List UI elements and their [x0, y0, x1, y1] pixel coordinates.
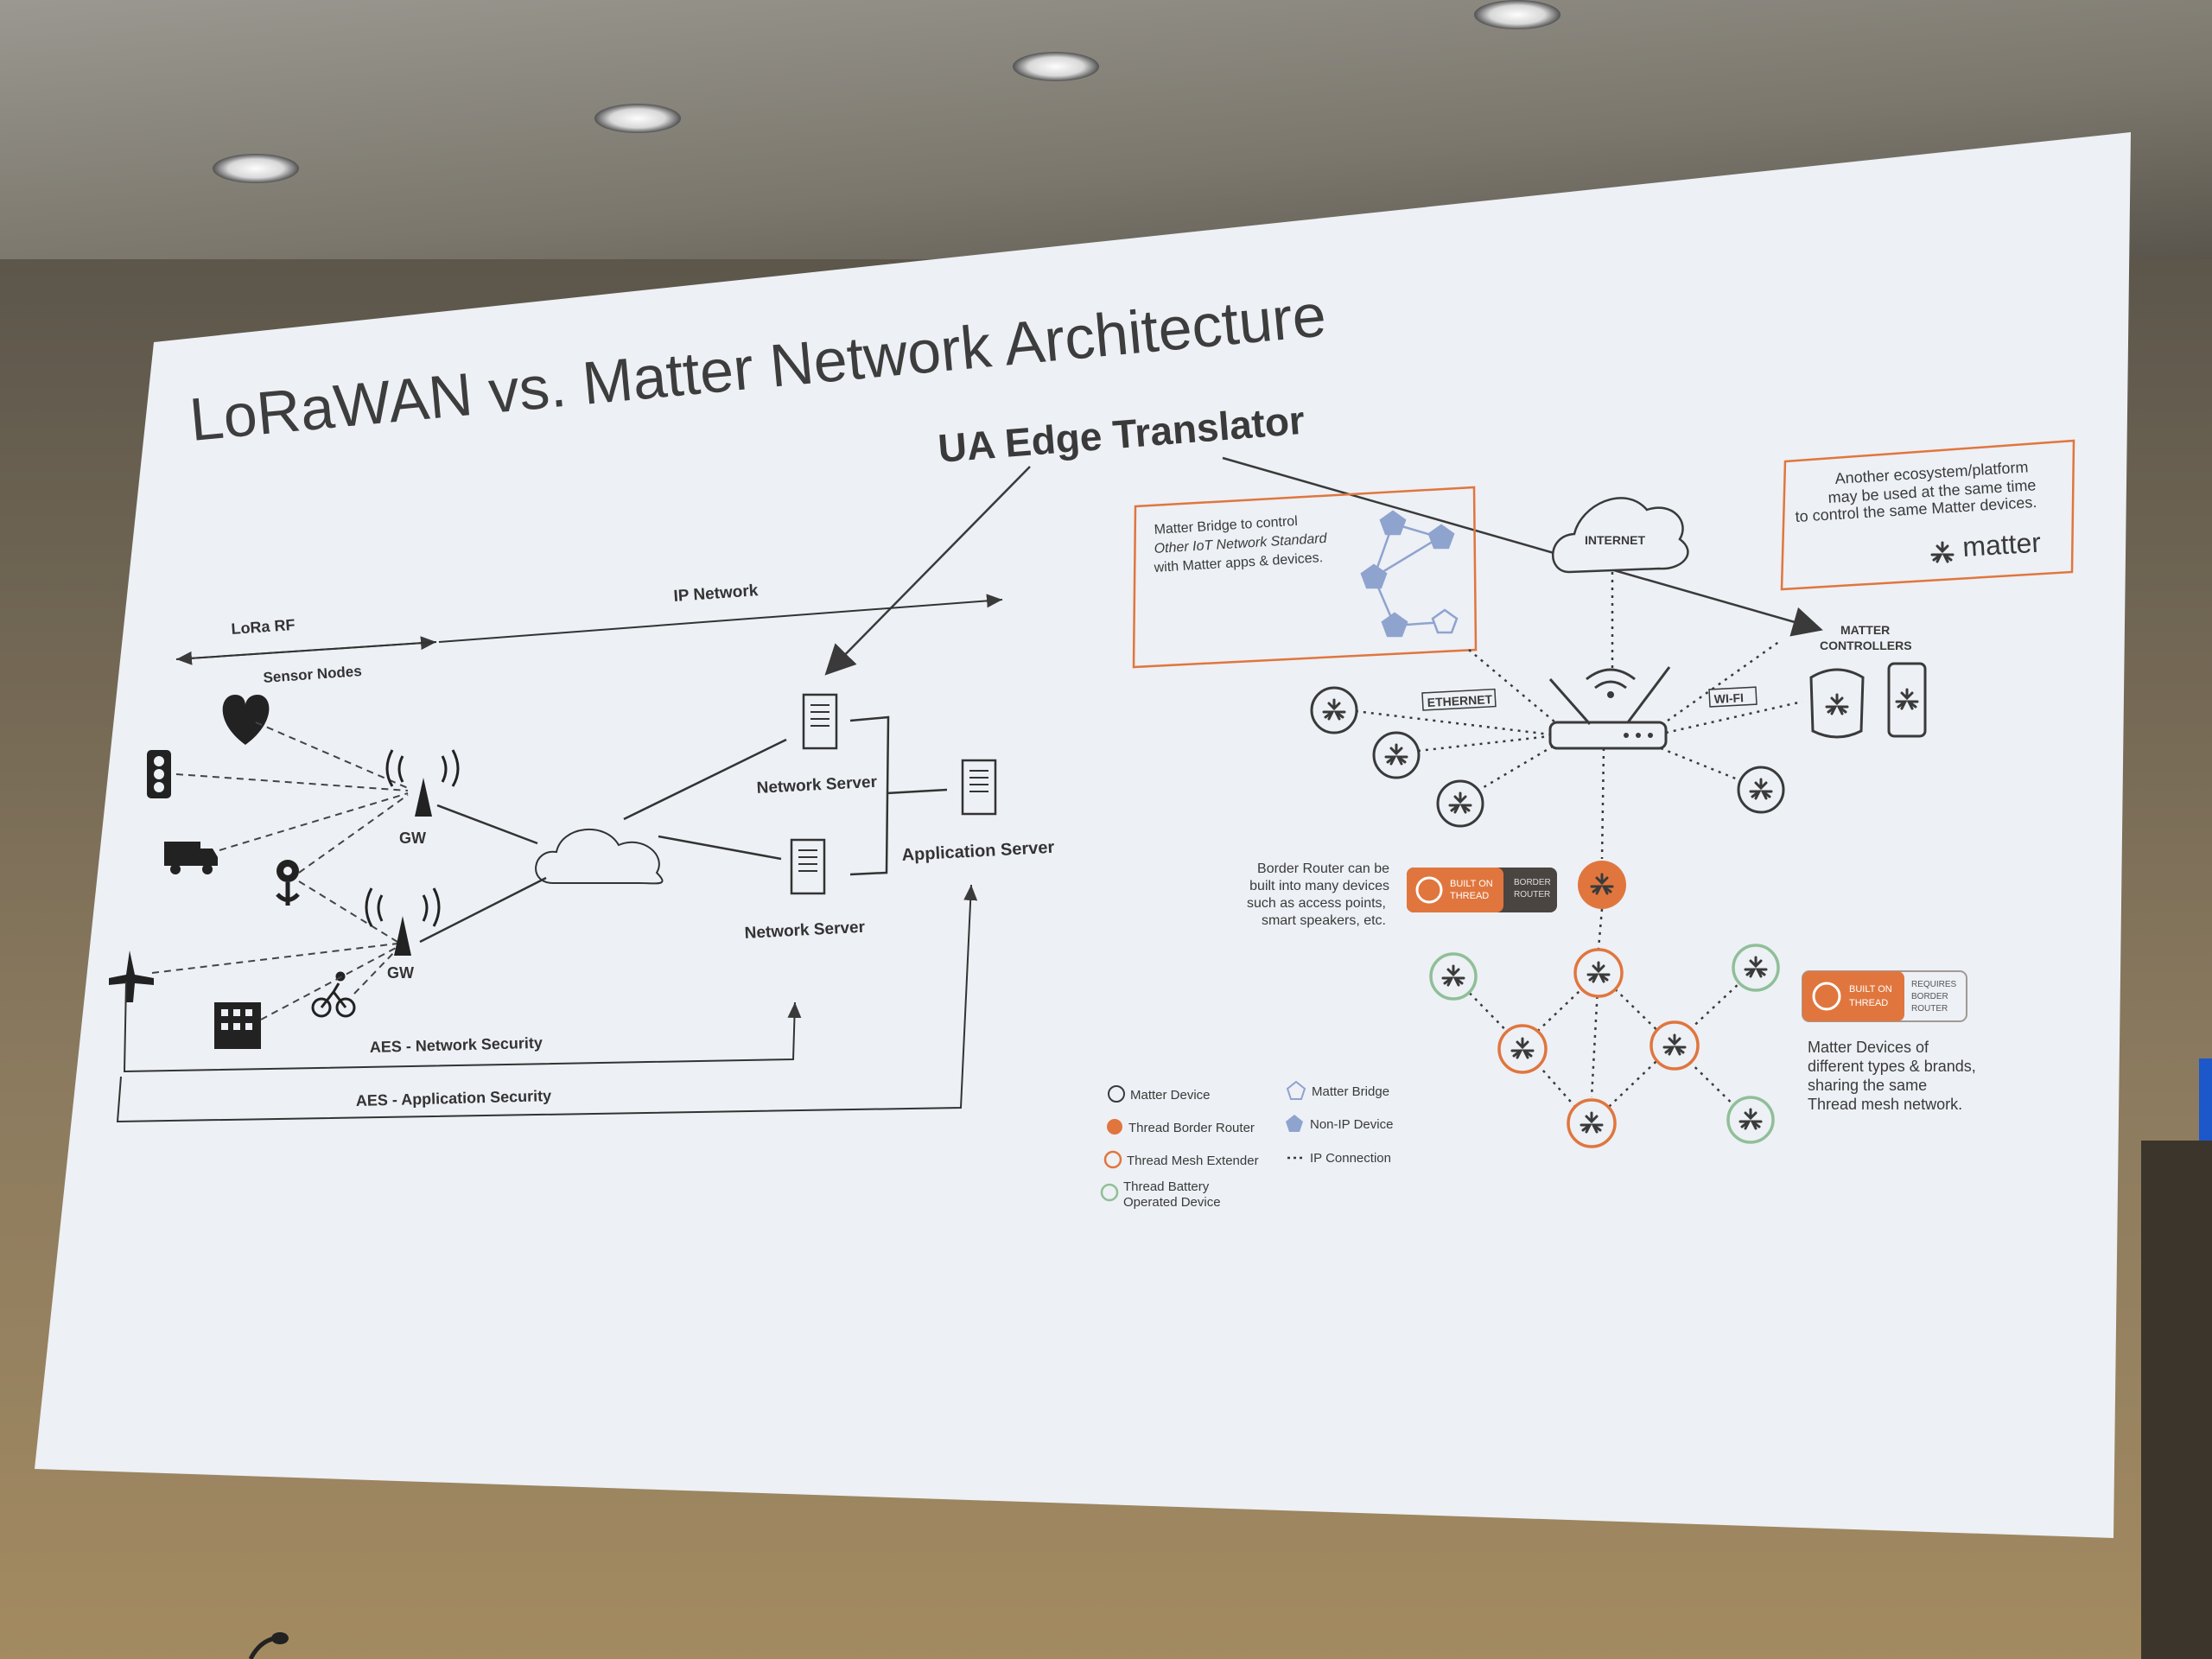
traffic-light-icon [147, 750, 171, 798]
border-router-line-3: such as access points, [1247, 896, 1386, 911]
ua-edge-translator-label: UA Edge Translator [937, 397, 1306, 471]
cloud-icon [535, 828, 664, 885]
flower-icon [276, 860, 300, 906]
lectern [2141, 1141, 2212, 1659]
mesh-text-line-3: sharing the same [1808, 1077, 1927, 1094]
network-server-bottom-label: Network Server [744, 918, 866, 943]
thread-mesh-extender-icon [1567, 1098, 1617, 1148]
ceiling-light [213, 154, 299, 183]
thread-battery-device-icon [1732, 944, 1780, 992]
legend-ip-connection: IP Connection [1310, 1151, 1391, 1166]
thread-mesh-extender-legend-icon [1103, 1150, 1122, 1169]
ethernet-label: ETHERNET [1427, 692, 1493, 709]
lora-rf-label: LoRa RF [231, 616, 296, 638]
border-router-line-2: built into many devices [1249, 879, 1389, 893]
requires-line-2: BORDER [1911, 992, 1948, 1001]
legend-matter-device: Matter Device [1130, 1088, 1211, 1103]
gw-bottom-label: GW [387, 964, 414, 982]
matter-device-icon [1372, 731, 1421, 779]
internet-label: INTERNET [1585, 533, 1645, 547]
thread-battery-device-icon [1726, 1096, 1775, 1144]
matter-device-icon [1310, 686, 1358, 734]
building-icon [214, 1002, 261, 1049]
matter-device-icon [1436, 779, 1484, 828]
requires-line-3: ROUTER [1911, 1004, 1948, 1014]
built-on-thread-requires-border-router-badge: BUILT ON THREAD REQUIRES BORDER ROUTER [1802, 970, 1967, 1022]
legend-matter-bridge: Matter Bridge [1312, 1084, 1389, 1099]
aes-network-security-label: AES - Network Security [370, 1034, 543, 1056]
heart-icon [222, 695, 270, 745]
border-badge-line-2: ROUTER [1514, 890, 1550, 899]
legend-non-ip-device: Non-IP Device [1310, 1117, 1393, 1132]
ceiling-light [1474, 0, 1560, 29]
thread-mesh-extender-icon [1497, 1024, 1548, 1074]
built-on-thread-border-router-badge: BUILT ON THREAD BORDER ROUTER [1407, 868, 1557, 912]
ip-network-label: IP Network [673, 582, 760, 606]
callout-arrow-left [824, 466, 1031, 676]
ceiling-light [594, 104, 681, 133]
wifi-label: WI-FI [1713, 690, 1744, 706]
thread-mesh-extender-icon [1649, 1020, 1700, 1071]
requires-line-1: REQUIRES [1911, 980, 1957, 989]
wifi-router-icon [1548, 666, 1671, 750]
thread-battery-legend-icon [1100, 1183, 1119, 1202]
microphone-head [271, 1632, 289, 1644]
border-badge-line-1: BORDER [1514, 878, 1551, 887]
microphone [248, 1636, 276, 1659]
server-icon [961, 759, 997, 816]
thread-border-router-icon [1578, 861, 1626, 909]
matter-diagram: Matter Bridge to control Other IoT Netwo… [1100, 439, 2075, 1210]
server-icon [802, 693, 838, 750]
internet-cloud-icon [1551, 497, 1689, 574]
thread-mesh-extender-icon [1573, 948, 1624, 998]
sensor-nodes-label: Sensor Nodes [263, 663, 362, 686]
airplane-icon [109, 950, 154, 1002]
network-server-top-label: Network Server [756, 773, 878, 798]
mesh-text-line-4: Thread mesh network. [1808, 1096, 1962, 1113]
thread-border-router-legend-icon [1107, 1119, 1122, 1135]
smartphone-icon [1887, 662, 1927, 738]
gateway-icon [385, 749, 460, 817]
matter-bridge-graph [1360, 510, 1459, 638]
matter-logo-icon [1930, 541, 1955, 563]
gw-top-label: GW [399, 830, 426, 847]
legend-thread-battery-line-2: Operated Device [1123, 1195, 1221, 1210]
controllers-line-2: CONTROLLERS [1820, 639, 1912, 652]
ceiling-light [1013, 52, 1099, 81]
callout-arrow-right [1222, 456, 1823, 637]
legend-thread-border-router: Thread Border Router [1128, 1121, 1255, 1135]
matter-device-legend-icon [1108, 1085, 1125, 1103]
legend-thread-mesh-extender: Thread Mesh Extender [1127, 1154, 1259, 1168]
requires-thread-line-2: THREAD [1849, 998, 1888, 1008]
smart-speaker-icon [1809, 668, 1865, 739]
mesh-text-line-2: different types & brands, [1808, 1058, 1976, 1075]
thread-badge-line-2: THREAD [1450, 891, 1489, 901]
non-ip-device-legend-icon [1286, 1115, 1303, 1132]
application-server-label: Application Server [901, 838, 1055, 865]
matter-bridge-legend-icon [1286, 1080, 1306, 1100]
legend: Matter Device Thread Border Router Threa… [1100, 1080, 1393, 1210]
matter-device-icon [1737, 766, 1785, 814]
thread-battery-device-icon [1429, 952, 1478, 1001]
requires-thread-line-1: BUILT ON [1849, 984, 1892, 995]
mesh-text-line-1: Matter Devices of [1808, 1039, 1929, 1056]
lorawan-diagram: LoRa RF IP Network Sensor Nodes [109, 582, 1055, 1123]
server-icon [790, 838, 826, 895]
border-router-line-4: smart speakers, etc. [1262, 913, 1386, 928]
cyclist-icon [311, 971, 356, 1018]
truck-icon [164, 842, 218, 874]
legend-thread-battery-line-1: Thread Battery [1123, 1179, 1210, 1194]
border-router-line-1: Border Router can be [1257, 861, 1389, 876]
aes-application-security-label: AES - Application Security [356, 1087, 552, 1109]
thread-badge-line-1: BUILT ON [1450, 879, 1493, 889]
controllers-line-1: MATTER [1840, 623, 1890, 637]
gateway-icon [365, 887, 441, 956]
matter-logo-text: matter [1961, 526, 2042, 562]
